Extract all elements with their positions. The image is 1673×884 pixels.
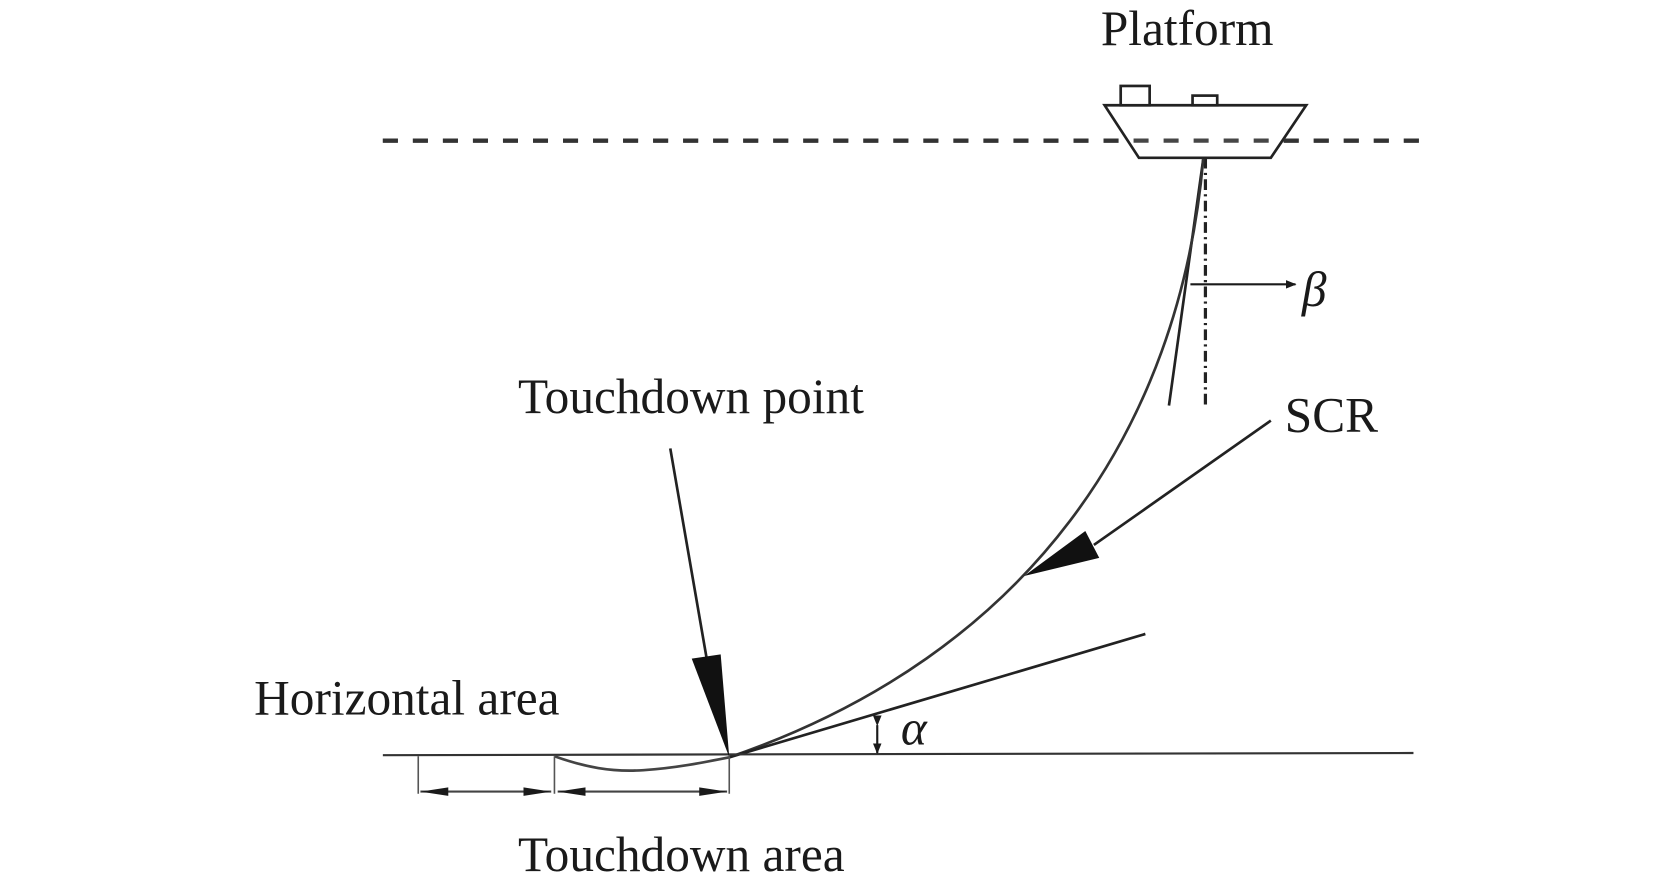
platform-label: Platform [1101, 1, 1274, 56]
touchdown-point-arrowhead [691, 654, 730, 758]
scr-riser-curve [728, 158, 1205, 759]
scr-pointer-arrowhead [1024, 531, 1100, 577]
platform-ship-icon [1102, 84, 1309, 160]
dimension-lines [417, 756, 731, 794]
touchdown-area-label: Touchdown area [518, 827, 845, 882]
scr-label: SCR [1285, 387, 1378, 442]
seabed-line [382, 751, 1414, 757]
touchdown-point-label: Touchdown point [518, 369, 864, 424]
touchdown-trench-curve [553, 754, 730, 772]
tangent-line [728, 632, 1146, 759]
touchdown-point-pointer-line [668, 448, 710, 666]
scr-pointer-line [1093, 419, 1272, 547]
beta-label: β [1301, 262, 1327, 317]
horizontal-area-label: Horizontal area [254, 670, 559, 725]
alpha-label: α [901, 700, 928, 755]
